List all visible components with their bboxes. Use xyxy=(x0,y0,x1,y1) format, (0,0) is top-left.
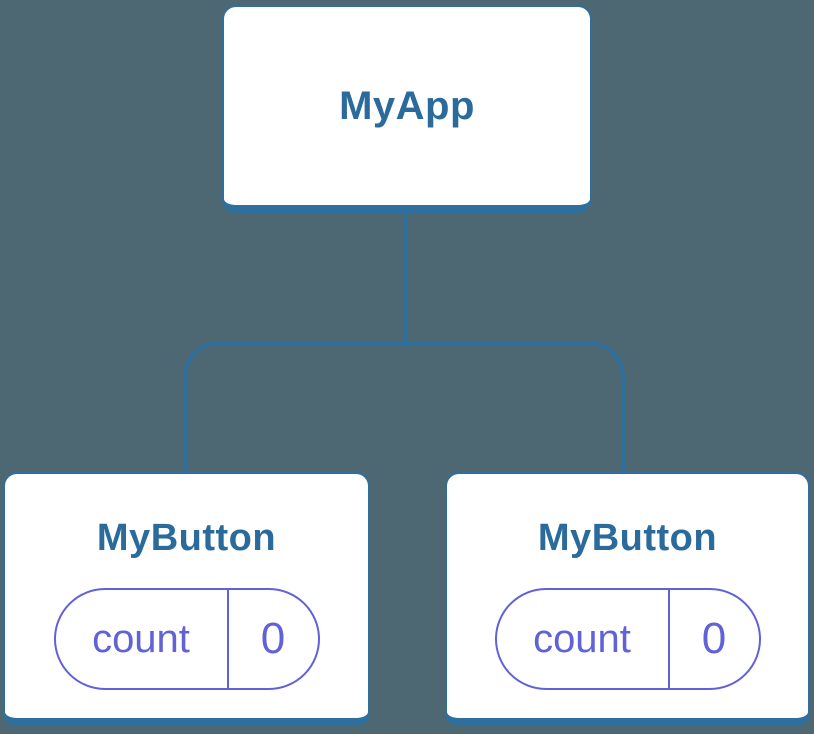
node-myapp-label: MyApp xyxy=(339,84,475,128)
state-name: count xyxy=(497,590,670,688)
connector-bracket xyxy=(183,341,625,472)
connector-stem xyxy=(403,211,407,345)
node-myapp: MyApp xyxy=(222,5,592,213)
state-value: 0 xyxy=(260,614,286,663)
state-pill: count 0 xyxy=(53,588,320,690)
node-mybutton-1: MyButton count 0 xyxy=(3,472,370,726)
node-mybutton-2: MyButton count 0 xyxy=(445,472,810,726)
state-pill: count 0 xyxy=(494,588,761,690)
state-name: count xyxy=(56,590,229,688)
state-value: 0 xyxy=(701,614,727,663)
node-mybutton-2-label: MyButton xyxy=(537,517,718,559)
node-mybutton-1-label: MyButton xyxy=(96,517,277,559)
